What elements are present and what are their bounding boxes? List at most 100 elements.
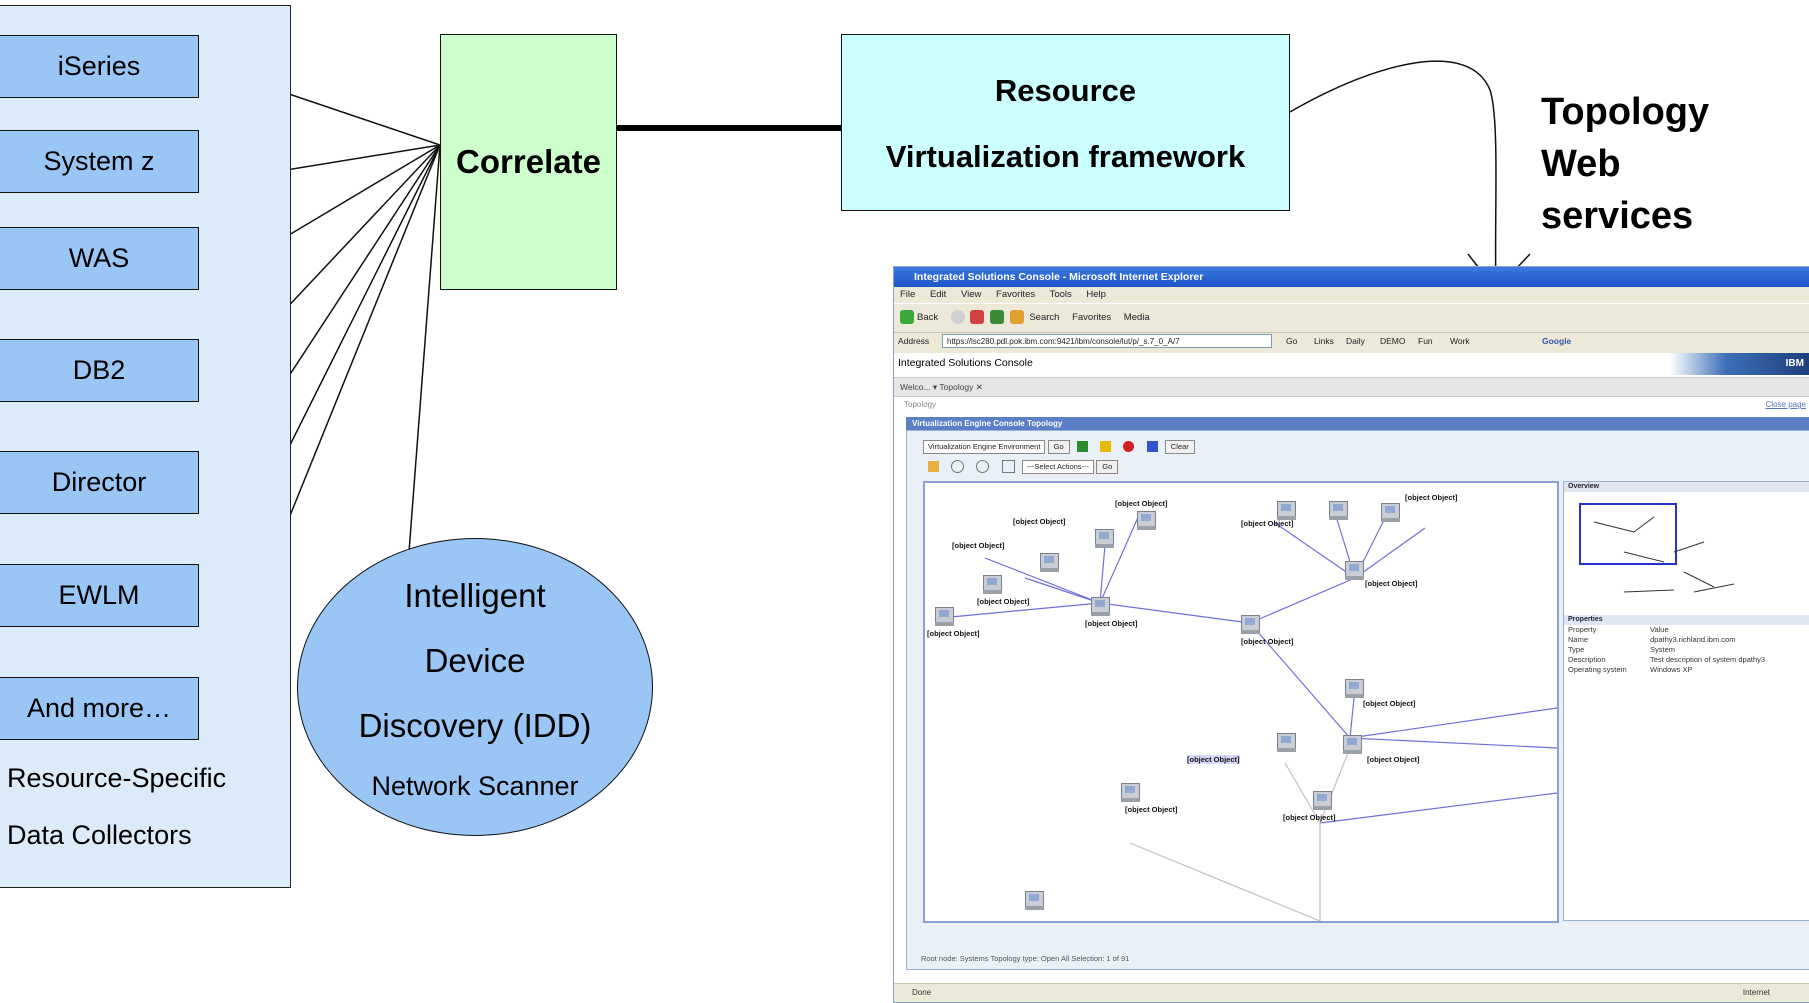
property-value: dpathy3.richland.ibm.com <box>1650 635 1736 644</box>
forward-icon[interactable] <box>950 310 965 325</box>
back-button[interactable]: Back <box>917 312 939 323</box>
environment-select[interactable]: Virtualization Engine Environment <box>923 439 1046 454</box>
collector-and-more: And more… <box>0 677 199 740</box>
menu-help[interactable]: Help <box>1086 289 1106 300</box>
rvf-line2: Virtualization framework <box>885 139 1246 174</box>
overview-minimap[interactable] <box>1564 492 1809 612</box>
property-key: Property <box>1568 625 1597 634</box>
topology-portlet: Virtualization Engine Environment Go Cle… <box>906 430 1809 970</box>
favorites-button[interactable]: Favorites <box>1072 312 1112 323</box>
close-page-link[interactable]: Close page <box>1765 400 1806 409</box>
address-label: Address <box>898 336 930 346</box>
media-button[interactable]: Media <box>1123 312 1150 323</box>
topology-line2: Web <box>1541 143 1621 185</box>
collector-label: iSeries <box>57 51 141 81</box>
error-icon[interactable] <box>1123 441 1135 453</box>
tab-topology[interactable]: Welco... ▾ Topology ✕ <box>900 382 983 392</box>
node-label: [object Object] <box>1363 699 1416 708</box>
link-work[interactable]: Work <box>1450 336 1470 346</box>
breadcrumb: Topology <box>904 400 937 409</box>
layout-icon[interactable] <box>928 461 939 473</box>
collector-label: EWLM <box>58 580 140 610</box>
property-value: Windows XP <box>1650 665 1693 674</box>
collector-label: Director <box>51 467 147 497</box>
node-label: [object Object] <box>1241 637 1294 646</box>
property-row: Property Value <box>1564 625 1809 635</box>
address-field[interactable]: https://lsc280.pdl.pok.ibm.com:9421/ibm/… <box>942 334 1272 348</box>
node-label: [object Object] <box>927 629 980 638</box>
collector-label: DB2 <box>72 355 126 385</box>
resource-virtualization-framework-box: Resource Virtualization framework <box>841 34 1290 211</box>
ibm-banner: IBM <box>1670 353 1809 375</box>
rvf-line1: Resource <box>994 73 1137 108</box>
correlate-label: Correlate <box>456 143 601 180</box>
menu-edit[interactable]: Edit <box>929 289 947 300</box>
home-icon[interactable] <box>1009 310 1024 325</box>
console-screenshot-window: Integrated Solutions Console - Microsoft… <box>893 266 1809 1003</box>
environment-controls: Virtualization Engine Environment Go Cle… <box>923 439 1195 455</box>
actions-go-button[interactable]: Go <box>1096 459 1119 474</box>
browser-status-bar: Done Internet <box>894 983 1809 1002</box>
data-collectors-panel: iSeries System z WAS DB2 Director EWLM A… <box>0 5 291 888</box>
topology-line3: services <box>1541 195 1694 237</box>
node-label: [object Object] <box>1115 499 1168 508</box>
zoom-out-icon[interactable] <box>976 460 990 474</box>
idd-line2: Device <box>424 642 526 679</box>
security-zone: Internet <box>1742 988 1770 997</box>
go-button[interactable]: Go <box>1286 336 1298 346</box>
console-tab-row: Welco... ▾ Topology ✕ <box>894 377 1809 397</box>
node-label: [object Object] <box>1085 619 1138 628</box>
node-label: [object Object] <box>1365 579 1418 588</box>
menu-file[interactable]: File <box>900 289 916 300</box>
stop-icon[interactable] <box>970 310 985 325</box>
property-value: Value <box>1650 625 1669 634</box>
panel-caption-line1: Resource-Specific <box>7 763 227 793</box>
search-button[interactable]: Search <box>1029 312 1060 323</box>
node-label: [object Object] <box>1125 805 1178 814</box>
address-bar: Address https://lsc280.pdl.pok.ibm.com:9… <box>894 331 1809 351</box>
menu-tools[interactable]: Tools <box>1049 289 1072 300</box>
status-ok-icon[interactable] <box>1076 441 1088 453</box>
property-value: System <box>1650 645 1676 654</box>
panel-caption-line2: Data Collectors <box>7 820 192 850</box>
go-button[interactable]: Go <box>1047 439 1070 454</box>
fit-icon[interactable] <box>1001 460 1015 474</box>
node-label: [object Object] <box>1187 755 1240 764</box>
browser-status-text: Done <box>912 988 932 997</box>
node-label: [object Object] <box>952 541 1005 550</box>
google-toolbar[interactable]: Google <box>1542 336 1572 346</box>
topology-edges <box>939 512 1557 921</box>
collector-was: WAS <box>0 227 199 290</box>
info-icon[interactable] <box>1146 441 1158 453</box>
link-fun[interactable]: Fun <box>1418 336 1433 346</box>
topology-web-services-label: Topology Web services <box>1541 86 1709 242</box>
property-key: Name <box>1568 635 1589 644</box>
menu-view[interactable]: View <box>960 289 982 300</box>
ibm-logo: IBM <box>1785 358 1804 369</box>
zoom-in-icon[interactable] <box>951 460 965 474</box>
node-label: [object Object] <box>977 597 1030 606</box>
topology-canvas[interactable]: [object Object] [object Object] [object … <box>923 481 1559 923</box>
actions-select[interactable]: ---Select Actions--- <box>1021 459 1095 474</box>
refresh-icon[interactable] <box>990 310 1005 325</box>
topology-toolbar: ---Select Actions--- Go <box>923 459 1119 475</box>
console-content: Integrated Solutions Console IBM Welco..… <box>894 353 1809 984</box>
collector-label: System z <box>43 146 155 176</box>
topology-status-line: Root node: Systems Topology type: Open A… <box>921 954 1130 963</box>
link-daily[interactable]: Daily <box>1346 336 1365 346</box>
warning-icon[interactable] <box>1100 441 1112 453</box>
properties-table: Property Value Name dpathy3.richland.ibm.c… <box>1564 625 1809 675</box>
back-icon[interactable] <box>900 310 914 325</box>
menu-favorites[interactable]: Favorites <box>996 289 1036 300</box>
clear-button[interactable]: Clear <box>1164 439 1195 454</box>
overview-header: Overview <box>1564 482 1809 492</box>
browser-toolbar: Back Search Favorites Media <box>894 303 1809 333</box>
idd-line4: Network Scanner <box>371 771 579 801</box>
link-demo[interactable]: DEMO <box>1380 336 1406 346</box>
links-label: Links <box>1314 336 1334 346</box>
collector-db2: DB2 <box>0 339 199 402</box>
